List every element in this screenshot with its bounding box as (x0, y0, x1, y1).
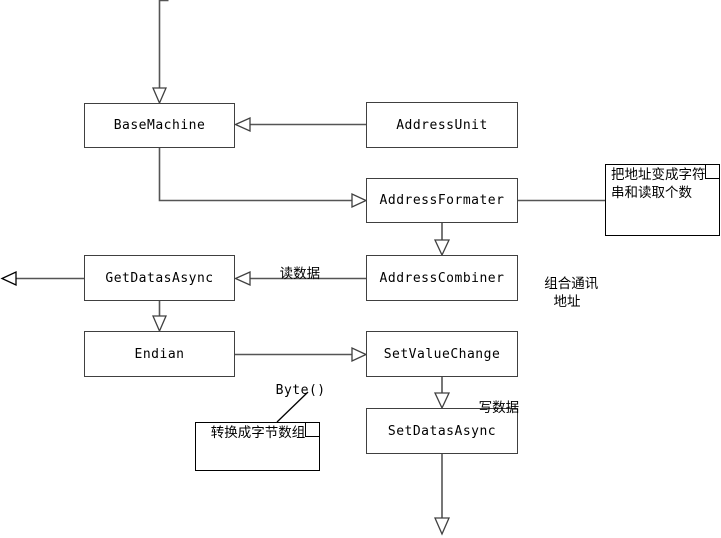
edge-label-combine-address: 组合通讯 地址 (532, 259, 602, 311)
edge-label-text: Byte() (275, 382, 326, 398)
node-label: Endian (134, 346, 185, 362)
node-label: BaseMachine (113, 118, 206, 133)
node-set-value-change[interactable]: SetValueChange (366, 331, 518, 377)
node-label: AddressCombiner (379, 270, 505, 286)
edge-endian-to-setvaluechange (235, 346, 368, 363)
edge-getdatasasync-to-endian (152, 301, 167, 333)
note-text: 转换成字节数组 (210, 425, 306, 441)
node-label: SetValueChange (383, 346, 501, 362)
edge-entry-to-basemachine (152, 0, 169, 105)
edge-basemachine-to-addressformater (158, 148, 368, 209)
node-endian[interactable]: Endian (84, 331, 235, 377)
node-label: SetDatasAsync (387, 423, 497, 439)
node-label: GetDatasAsync (105, 270, 214, 286)
edge-label-read-data: 读数据 (271, 249, 321, 284)
node-address-formater[interactable]: AddressFormater (366, 178, 518, 223)
edge-label-text: 读数据 (279, 266, 321, 283)
node-label: AddressUnit (396, 117, 488, 133)
edge-addresscombiner-to-getdatasasync (233, 270, 366, 287)
edge-setdatasasync-out-bottom (434, 454, 450, 536)
edge-label-text: 组合通讯 地址 (544, 276, 599, 310)
node-address-combiner[interactable]: AddressCombiner (366, 255, 518, 301)
edge-label-byte: Byte() (259, 366, 326, 399)
node-base-machine[interactable]: BaseMachine (84, 103, 235, 148)
edge-getdatasasync-out-left (0, 270, 84, 287)
edge-setvaluechange-to-setdatasasync (433, 377, 451, 410)
note-fold-corner-icon (305, 423, 319, 437)
node-set-datas-async[interactable]: SetDatasAsync (366, 408, 518, 454)
edge-label-text: 写数据 (478, 400, 520, 417)
note-address-to-string[interactable]: 把地址变成字符串和读取个数 (605, 164, 720, 236)
note-convert-to-byte-array[interactable]: 转换成字节数组 (195, 422, 320, 471)
node-address-unit[interactable]: AddressUnit (366, 102, 518, 148)
edge-addressunit-to-basemachine (233, 116, 366, 133)
edge-note-bytes-anchor (276, 391, 309, 423)
note-fold-corner-icon (705, 165, 719, 179)
note-text: 把地址变成字符串和读取个数 (611, 167, 706, 201)
edge-label-write-data: 写数据 (470, 383, 520, 418)
node-get-datas-async[interactable]: GetDatasAsync (84, 255, 235, 301)
node-label: AddressFormater (379, 193, 505, 208)
edge-addressformater-to-addresscombiner (433, 223, 451, 257)
